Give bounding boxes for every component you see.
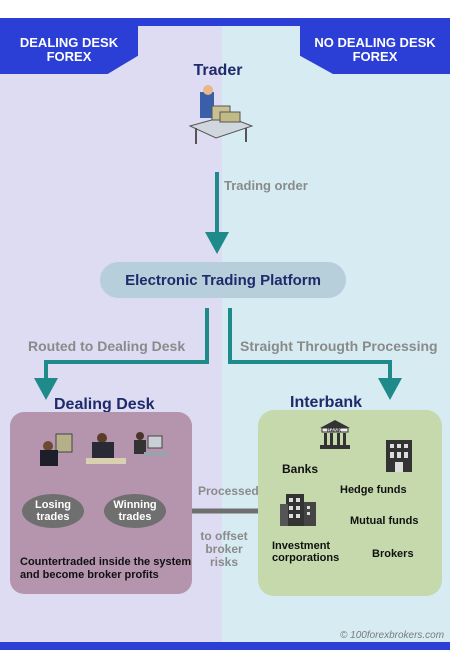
straight-through-processing-label: Straight Througth Processing bbox=[240, 338, 438, 354]
countertrade-line2: and become broker profits bbox=[20, 569, 159, 581]
no-dealing-desk-tab-line1: NO DEALING DESK bbox=[314, 35, 436, 50]
stp-arrow bbox=[228, 308, 392, 388]
corporate-building-icon bbox=[280, 494, 316, 526]
countertrade-line1: Countertraded inside the system bbox=[20, 556, 192, 568]
trading-order-label: Trading order bbox=[224, 178, 308, 193]
losing-trades-line2: trades bbox=[36, 511, 70, 523]
dealing-desk-forex-tab: DEALING DESK FOREX bbox=[0, 26, 138, 74]
offset-line3: risks bbox=[209, 555, 239, 569]
mutual-funds-label: Mutual funds bbox=[350, 515, 419, 527]
investment-line2: corporations bbox=[272, 552, 340, 564]
bank-sign: BANK bbox=[327, 428, 342, 434]
winning-trades-node: Winning trades bbox=[104, 494, 166, 528]
dealers-group-icon bbox=[40, 432, 168, 466]
watermark: © 100forexbrokers.com bbox=[340, 630, 445, 641]
trader-at-desk-icon bbox=[188, 85, 254, 144]
bank-building-icon bbox=[320, 420, 350, 449]
routed-arrowhead bbox=[34, 378, 58, 400]
investment-line1: Investment bbox=[272, 540, 331, 552]
offset-line1: to offset bbox=[200, 529, 248, 543]
stp-arrowhead bbox=[378, 378, 402, 400]
losing-trades-node: Losing trades bbox=[22, 494, 84, 528]
hedge-fund-building-icon bbox=[386, 440, 412, 472]
winning-trades-line2: trades bbox=[118, 511, 152, 523]
interbank-title: Interbank bbox=[290, 394, 363, 411]
routed-to-dealing-desk-label: Routed to Dealing Desk bbox=[28, 338, 186, 354]
banks-label: Banks bbox=[282, 462, 319, 476]
routed-arrow bbox=[44, 308, 209, 388]
dealing-desk-tab-line1: DEALING DESK bbox=[19, 35, 119, 50]
investment-corporations-label: Investment corporations bbox=[272, 540, 339, 564]
processed-label: Processed bbox=[198, 484, 259, 498]
trading-order-arrowhead bbox=[205, 232, 229, 254]
winning-trades-line1: Winning bbox=[113, 499, 157, 511]
dealing-desk-title: Dealing Desk bbox=[54, 396, 155, 413]
no-dealing-desk-tab-line2: FOREX bbox=[352, 49, 398, 64]
dealing-desk-tab-line2: FOREX bbox=[46, 49, 92, 64]
countertrade-text: Countertraded inside the system and beco… bbox=[20, 556, 191, 582]
offset-line2: broker bbox=[205, 542, 243, 556]
losing-trades-line1: Losing bbox=[34, 499, 72, 511]
bottom-frame-bar bbox=[0, 642, 450, 650]
hedge-funds-label: Hedge funds bbox=[340, 484, 407, 496]
electronic-trading-platform: Electronic Trading Platform bbox=[100, 262, 346, 298]
trader-label: Trader bbox=[193, 62, 243, 79]
top-frame-bar bbox=[0, 18, 450, 26]
offset-risks-label: to offset broker risks bbox=[196, 530, 252, 569]
brokers-label: Brokers bbox=[372, 548, 414, 560]
no-dealing-desk-forex-tab: NO DEALING DESK FOREX bbox=[300, 26, 450, 74]
